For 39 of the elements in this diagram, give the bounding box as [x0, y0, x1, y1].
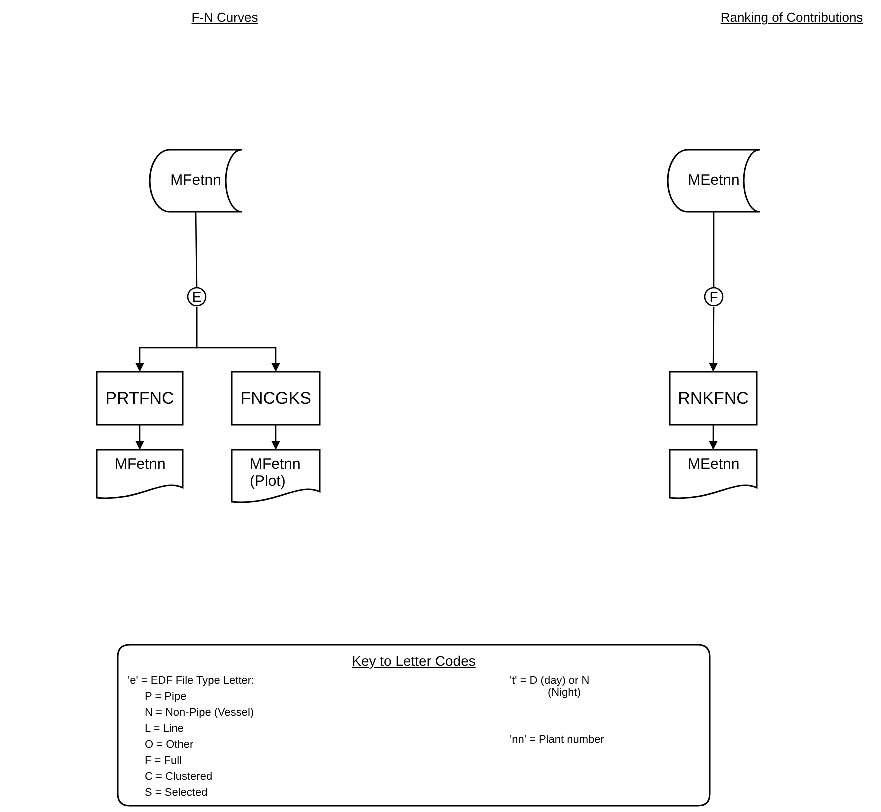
process-box	[232, 372, 320, 425]
key-entry: 'e' = EDF File Type Letter:	[128, 675, 255, 687]
node-label: FNCGKS	[240, 388, 312, 408]
node-label: MEetnn	[688, 456, 741, 474]
arrow	[709, 307, 718, 372]
section-heading: F-N Curves	[192, 10, 258, 25]
connector-circle	[187, 287, 207, 307]
key-entry: O = Other	[145, 739, 194, 751]
connector-letter: E	[191, 288, 203, 306]
document-shape	[232, 450, 320, 506]
node-label: MFetnn	[170, 172, 222, 190]
connector-letter: F	[708, 288, 720, 306]
process-box	[97, 372, 183, 425]
node-label: MFetnn	[115, 456, 167, 474]
section-heading: Ranking of Contributions	[720, 10, 864, 25]
arrow	[196, 307, 281, 372]
key-entry: F = Full	[145, 755, 182, 767]
node-label: RNKFNC	[677, 388, 750, 408]
node-label: PRTFNC	[104, 388, 176, 408]
stored-data-shape	[150, 150, 242, 212]
stored-data-shape	[668, 150, 760, 212]
document-shape	[97, 450, 183, 502]
key-entry: 'nn' = Plant number	[510, 734, 604, 746]
key-entry: C = Clustered	[145, 771, 213, 783]
key-panel	[118, 645, 710, 806]
arrow	[708, 425, 718, 450]
key-entry: N = Non-Pipe (Vessel)	[145, 707, 254, 719]
process-box	[670, 372, 757, 425]
connector-circle	[704, 287, 724, 307]
node-label: MEetnn	[687, 172, 741, 190]
node-label: MFetnn (Plot)	[250, 456, 302, 490]
key-entry: 't' = D (day) or N (Night)	[510, 675, 591, 699]
arrow	[271, 425, 281, 450]
arrow	[135, 425, 145, 450]
key-heading: Key to Letter Codes	[351, 653, 477, 669]
key-entry: S = Selected	[145, 787, 208, 799]
key-entry: P = Pipe	[145, 691, 187, 703]
document-shape	[670, 450, 757, 502]
key-entry: L = Line	[145, 723, 184, 735]
